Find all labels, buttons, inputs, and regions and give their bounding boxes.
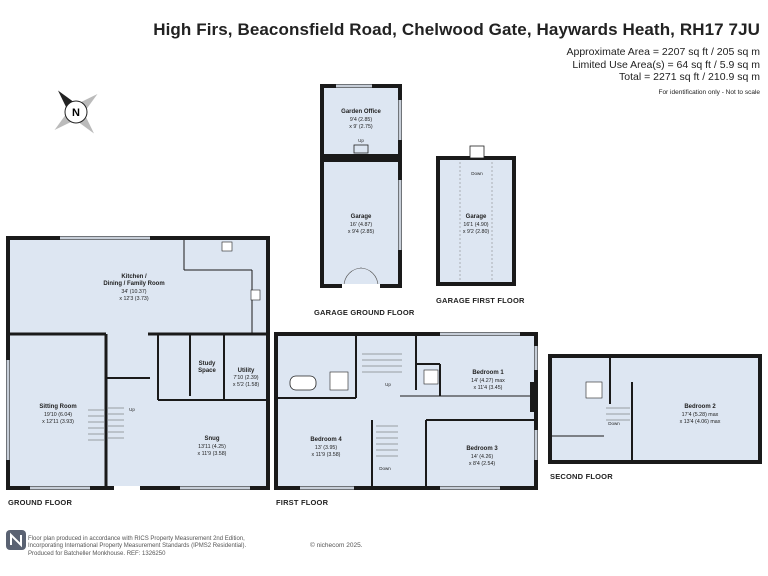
garage-first-stair-label: Down [471,171,483,176]
first-stair-up-label: Up [385,382,391,387]
sitting-room-dim1: 19'10 (6.04) [44,412,72,418]
garage-first-floor-label: GARAGE FIRST FLOOR [436,296,525,305]
sitting-room-dim2: x 12'11 (3.93) [42,419,74,425]
second-floor-label: SECOND FLOOR [550,472,613,481]
bedroom3-name: Bedroom 3 [466,446,498,452]
utility-dim2: x 5'2 (1.58) [233,382,260,388]
second-stair-label: Down [608,421,620,426]
compass-north-label: N [72,107,80,119]
kitchen-name-1: Kitchen / [121,274,147,280]
bedroom2-dim2: x 13'4 (4.06) max [680,419,721,425]
snug-dim1: 13'11 (4.25) [198,444,226,450]
bedroom1-dim2: x 11'4 (3.45) [474,385,503,391]
bedroom1-name: Bedroom 1 [472,370,504,376]
bedroom3-dim1: 14' (4.26) [471,454,493,460]
footer-line-1: Floor plan produced in accordance with R… [28,535,245,542]
first-floor-label: FIRST FLOOR [276,498,329,507]
bedroom4-dim2: x 11'9 (3.58) [312,452,341,458]
total-area: Total = 2271 sq ft / 210.9 sq m [619,71,760,83]
utility-dim1: 7'10 (2.39) [233,375,258,381]
garden-office-dim2: x 9' (2.75) [349,124,373,130]
ground-floor: Up Kitchen / Dining / Family Room 34' (1… [6,236,270,490]
garage-ground-dim2: x 9'4 (2.85) [348,229,375,235]
identification-note: For identification only - Not to scale [658,88,760,96]
ground-stair-label: Up [129,407,135,412]
kitchen-dim2: x 12'3 (3.73) [119,296,149,302]
nichecom-logo-icon [6,530,26,550]
garage-ground-dim1: 16' (4.87) [350,222,372,228]
bedroom2-dim1: 17'4 (5.28) max [682,412,719,418]
bedroom1-dim1: 14' (4.27) max [471,378,505,384]
ground-floor-label: GROUND FLOOR [8,498,73,507]
garden-office-stair-label: Up [358,138,364,143]
copyright: © nichecom 2025. [310,542,363,549]
property-address: High Firs, Beaconsfield Road, Chelwood G… [153,20,760,39]
compass-icon: N [54,90,98,134]
garden-office-dim1: 9'4 (2.85) [350,117,372,123]
garage-first-dim1: 16'1 (4.90) [463,222,488,228]
first-floor: Up Down Bedroom 1 14' (4.27) max x 11'4 … [274,332,538,490]
garage-first-floor: Down Garage 16'1 (4.90) x 9'2 (2.80) [436,145,516,286]
second-floor: Down Bedroom 2 17'4 (5.28) max x 13'4 (4… [548,354,762,464]
garage-ground-floor-label: GARAGE GROUND FLOOR [314,308,415,317]
garage-first-name: Garage [466,214,487,220]
area-summary: Approximate Area = 2207 sq ft / 205 sq m… [567,46,761,99]
kitchen-dim1: 34' (10.37) [121,289,146,295]
sitting-room-name: Sitting Room [39,404,76,410]
bedroom4-dim1: 13' (3.95) [315,445,337,451]
study-name-2: Space [198,368,216,374]
footer-line-2: Incorporating International Property Mea… [28,543,247,550]
snug-dim2: x 11'9 (3.58) [198,451,227,457]
bedroom4-name: Bedroom 4 [310,437,342,443]
garden-office-name: Garden Office [341,109,381,115]
kitchen-name-2: Dining / Family Room [103,281,164,287]
study-name-1: Study [199,361,216,367]
utility-name: Utility [238,368,255,374]
snug-name: Snug [205,436,220,442]
bedroom3-dim2: x 8'4 (2.54) [469,461,496,467]
garage-first-dim2: x 9'2 (2.80) [463,229,490,235]
bedroom2-name: Bedroom 2 [684,404,716,410]
footer-notes: Floor plan produced in accordance with R… [28,536,246,558]
footer-line-3: Produced for Batcheller Monkhouse. REF: … [28,550,166,557]
approximate-area: Approximate Area = 2207 sq ft / 205 sq m [566,46,761,58]
limited-use-area: Limited Use Area(s) = 64 sq ft / 5.9 sq … [572,58,760,71]
garage-ground-name: Garage [351,214,372,220]
garage-ground-floor: Garden Office 9'4 (2.85) x 9' (2.75) Up … [320,84,402,288]
first-stair-down-label: Down [379,466,391,471]
